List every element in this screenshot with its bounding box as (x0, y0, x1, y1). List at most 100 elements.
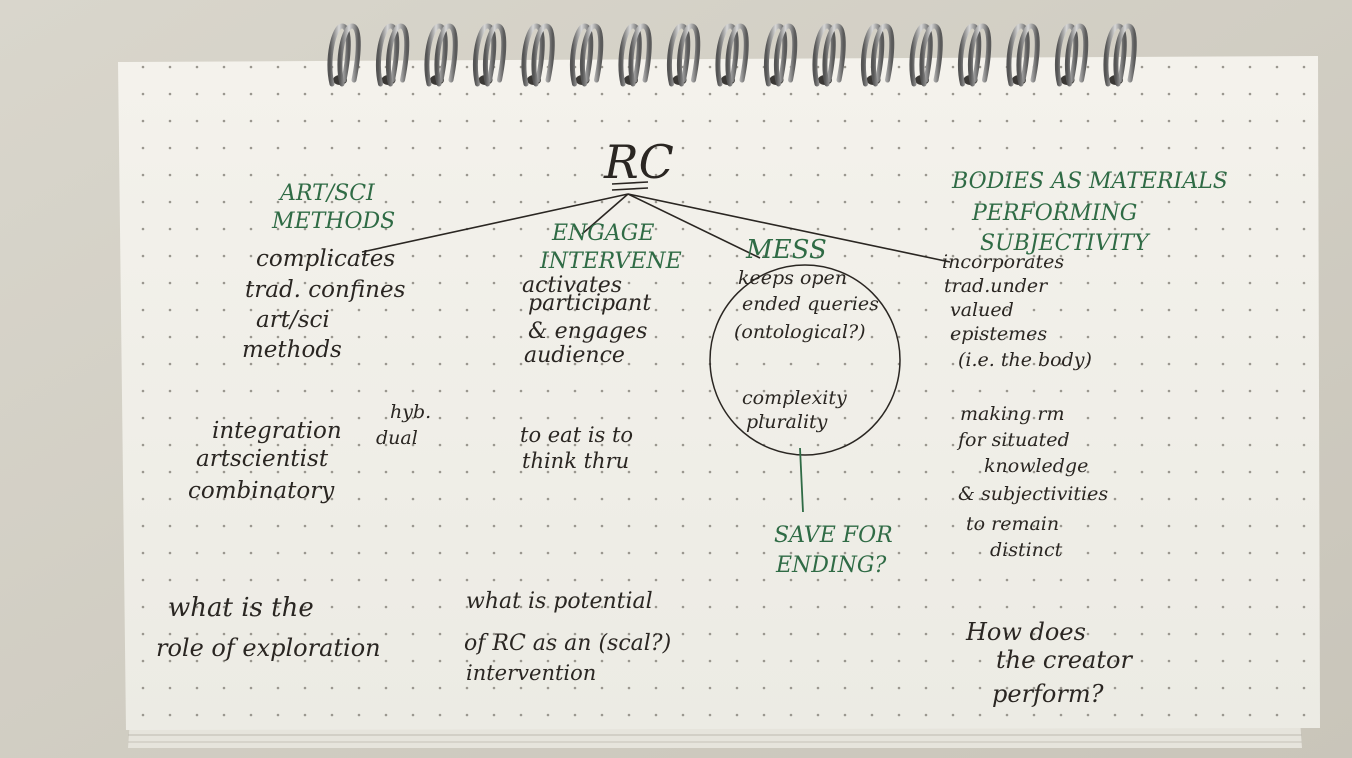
spiral-ring (870, 23, 895, 87)
mess-connector (799, 447, 804, 513)
spiral-ring (424, 23, 448, 87)
engage-heading-1: ENGAGE (551, 221, 654, 246)
spiral-ring (482, 23, 507, 87)
notes-artsci: integration artscientist combinatory hyb… (188, 401, 431, 504)
bodies-heading-3: SUBJECTIVITY (980, 231, 1151, 256)
spiral-ring (327, 23, 351, 87)
bodies-body-5: (i.e. the body) (958, 349, 1092, 371)
engage-body-4: audience (524, 343, 625, 368)
note-think-thru: think thru (522, 449, 629, 473)
note-subjectivities: & subjectivities (958, 483, 1108, 505)
spiral-ring (666, 23, 691, 87)
q2-line-3: intervention (466, 661, 596, 685)
engage-heading-2: INTERVENE (539, 249, 682, 274)
note-combinatory: combinatory (188, 478, 335, 504)
spiral-ring (773, 23, 798, 87)
spiral-binding (327, 23, 1137, 87)
bodies-body-4: epistemes (950, 323, 1047, 345)
spiral-ring (618, 23, 642, 87)
spiral-ring (763, 23, 788, 87)
note-integration: integration (212, 418, 342, 444)
engage-body-3: & engages (528, 319, 647, 344)
mess-heading: MESS (745, 235, 827, 265)
spiral-ring (860, 23, 885, 87)
engage-body-2: participant (528, 291, 651, 316)
spiral-ring (472, 23, 497, 87)
spiral-ring (919, 23, 943, 87)
spiral-ring (531, 23, 555, 87)
spiral-ring (676, 23, 701, 87)
spiral-ring (375, 23, 400, 87)
note-for-situated: for situated (956, 429, 1070, 451)
spiral-ring (822, 23, 846, 87)
mess-body-4: complexity (742, 387, 847, 409)
q2-line-2: of RC as an (scal?) (464, 631, 671, 656)
q3-line-2: the creator (996, 646, 1133, 674)
spiral-ring (1113, 23, 1137, 87)
q3-line-3: perform? (992, 680, 1104, 708)
notes-bodies: making rm for situated knowledge & subje… (956, 403, 1108, 561)
title-rc: RC (603, 135, 674, 189)
artsci-heading-1: ART/SCI (278, 181, 376, 206)
mess-body-3: (ontological?) (734, 321, 866, 343)
spiral-ring (385, 23, 410, 87)
note-knowledge: knowledge (984, 455, 1088, 477)
spiral-ring (579, 23, 604, 87)
node-engage: ENGAGE INTERVENE activates participant &… (522, 221, 682, 368)
mess-circle (709, 264, 901, 456)
dot-grid (118, 56, 1320, 730)
spiral-ring (715, 23, 739, 87)
artsci-body-4: methods (242, 337, 342, 363)
spiral-ring (812, 23, 836, 87)
spiral-ring (1006, 23, 1030, 87)
note-ending: ENDING? (775, 553, 886, 578)
q2-line-1: what is potential (466, 589, 653, 614)
spiral-ring (521, 23, 545, 87)
q3-line-1: How does (965, 618, 1086, 646)
note-to-remain: to remain (966, 513, 1059, 535)
q1-line-1: what is the (168, 593, 314, 623)
spiral-ring (1103, 23, 1127, 87)
spiral-ring (569, 23, 594, 87)
notes-mess-save: SAVE FOR ENDING? (774, 523, 893, 578)
spiral-ring (1054, 23, 1079, 87)
bodies-heading-2: PERFORMING (971, 201, 1137, 226)
note-making-rm: making rm (960, 403, 1064, 425)
spiral-ring (957, 23, 982, 87)
spiral-ring (628, 23, 652, 87)
notes-engage: to eat is to think thru (520, 423, 633, 473)
bodies-heading-1: BODIES AS MATERIALS (951, 169, 1228, 194)
note-artscientist: artscientist (196, 446, 329, 472)
artsci-heading-2: METHODS (271, 209, 395, 234)
artsci-body-2: trad. confines (245, 277, 406, 303)
spiral-ring (967, 23, 992, 87)
note-dual: dual (376, 427, 418, 449)
note-distinct: distinct (990, 539, 1063, 561)
node-artsci: ART/SCI METHODS complicates trad. confin… (242, 181, 406, 363)
mess-body-2: ended queries (742, 293, 879, 315)
artsci-body-1: complicates (256, 246, 395, 272)
q1-line-2: role of exploration (156, 634, 381, 662)
spiral-ring (1016, 23, 1040, 87)
bodies-body-3: valued (950, 299, 1014, 321)
question-creator: How does the creator perform? (965, 618, 1133, 708)
mess-body-5: plurality (746, 411, 828, 433)
mind-map-connectors (361, 181, 951, 263)
spiral-ring (337, 23, 361, 87)
question-potential: what is potential of RC as an (scal?) in… (464, 589, 671, 685)
bodies-body-1: incorporates (942, 251, 1064, 273)
spiral-ring (725, 23, 749, 87)
question-exploration: what is the role of exploration (156, 593, 381, 662)
engage-body-1: activates (522, 273, 622, 298)
mess-body-1: keeps open (738, 267, 847, 289)
spiral-ring (434, 23, 458, 87)
node-bodies: BODIES AS MATERIALS PERFORMING SUBJECTIV… (942, 169, 1228, 371)
spiral-ring (909, 23, 933, 87)
note-to-eat: to eat is to (520, 423, 633, 447)
artsci-body-3: art/sci (256, 307, 330, 333)
note-hyb: hyb. (390, 401, 431, 423)
node-mess: MESS keeps open ended queries (ontologic… (734, 235, 879, 433)
bodies-body-2: trad.under (944, 275, 1049, 297)
